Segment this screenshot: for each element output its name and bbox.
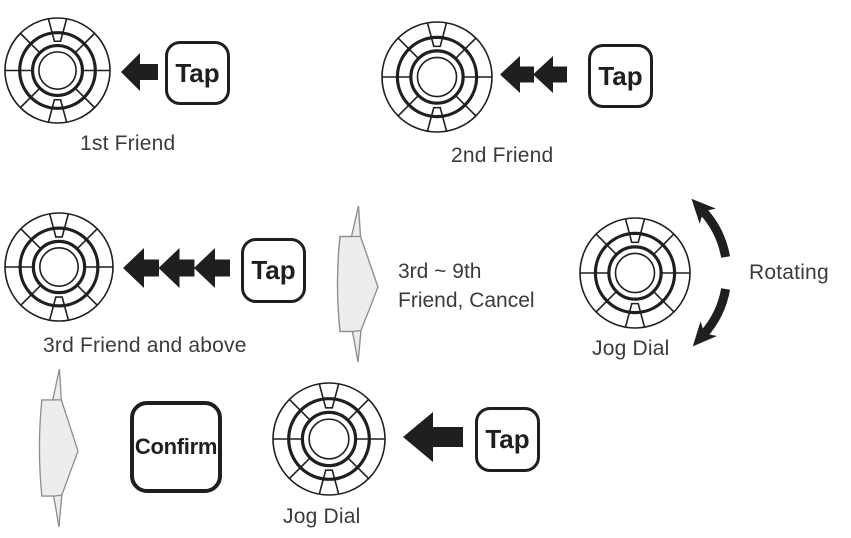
flow-arrow-icon-select (336, 205, 379, 363)
caption-1st-friend: 1st Friend (80, 132, 176, 155)
jog-dial-icon-1st-friend (4, 17, 111, 124)
confirm-button-label: Confirm (134, 434, 218, 459)
rotating-action-label: Rotating (749, 261, 829, 284)
tap-button-label: Tap (485, 424, 530, 454)
tap-button-1st-friend: Tap (165, 41, 230, 105)
tap-arrow-icon-3rd-friend (123, 248, 230, 288)
caption-rotating-jog-dial: Jog Dial (592, 337, 670, 360)
jog-dial-icon-2nd-friend (381, 21, 493, 133)
rotate-arrows-icon (691, 198, 731, 347)
jog-dial-icon-3rd-friend (4, 212, 114, 322)
select-callout-line1: 3rd ~ 9th (398, 260, 482, 283)
tap-arrow-icon-jog-dial (403, 412, 463, 462)
tap-button-2nd-friend: Tap (588, 44, 653, 108)
tap-arrow-icon-2nd-friend (500, 56, 567, 93)
tap-button-label: Tap (175, 57, 220, 88)
select-callout-line2: Friend, Cancel (398, 289, 535, 312)
select-callout: 3rd ~ 9th Friend, Cancel (398, 257, 535, 315)
caption-tap-jog-dial: Jog Dial (283, 505, 361, 528)
confirm-button: Confirm (130, 401, 222, 493)
caption-3rd-friend: 3rd Friend and above (43, 334, 247, 357)
tap-button-label: Tap (598, 60, 643, 91)
tap-button-3rd-friend: Tap (241, 238, 306, 303)
jog-dial-icon-tap (272, 382, 386, 496)
tap-button-jog-dial: Tap (475, 407, 540, 472)
jog-dial-icon-rotating (579, 217, 691, 329)
caption-2nd-friend: 2nd Friend (451, 144, 554, 167)
tap-arrow-icon-1st-friend (121, 53, 158, 91)
flow-arrow-icon-confirm (38, 368, 79, 528)
tap-button-label: Tap (251, 255, 296, 285)
